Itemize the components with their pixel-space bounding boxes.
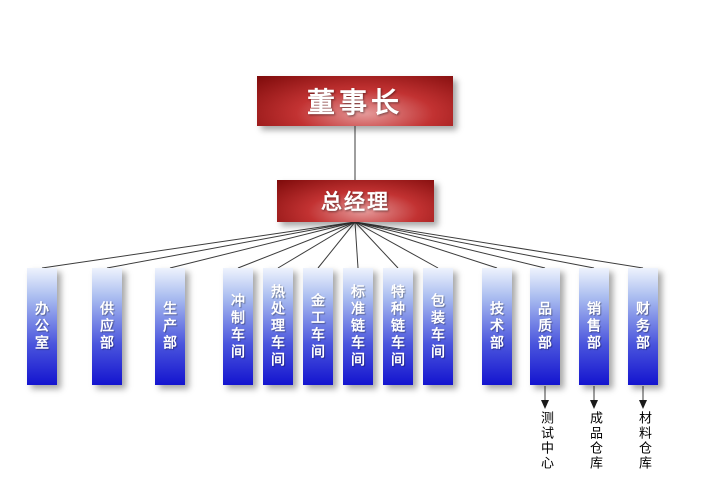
stamping-workshop-label: 冲制车间 xyxy=(230,292,246,361)
standard-chain-workshop-label: 标准链车间 xyxy=(350,284,366,369)
supply-dept-label: 供应部 xyxy=(99,301,115,352)
org-box-production-dept: 生产部 xyxy=(155,268,185,385)
org-box-chairman: 董事长 xyxy=(257,76,453,126)
org-box-supply-dept: 供应部 xyxy=(92,268,122,385)
heat-treatment-workshop-label: 热处理车间 xyxy=(270,284,286,369)
org-box-standard-chain-workshop: 标准链车间 xyxy=(343,268,373,385)
sales-dept-label: 销售部 xyxy=(586,301,602,352)
quality-dept-label: 品质部 xyxy=(537,301,553,352)
org-box-quality-dept: 品质部 xyxy=(530,268,560,385)
general-manager-label: 总经理 xyxy=(321,191,390,214)
org-box-general-manager: 总经理 xyxy=(277,180,434,222)
org-box-finance-dept: 财务部 xyxy=(628,268,658,385)
org-box-technical-dept: 技术部 xyxy=(482,268,512,385)
packaging-workshop-label: 包装车间 xyxy=(430,292,446,361)
chairman-label: 董事长 xyxy=(306,87,403,118)
finished-goods-warehouse-label: 成品仓库 xyxy=(588,411,603,471)
org-box-packaging-workshop: 包装车间 xyxy=(423,268,453,385)
org-box-sales-dept: 销售部 xyxy=(579,268,609,385)
technical-dept-label: 技术部 xyxy=(489,301,505,352)
org-box-stamping-workshop: 冲制车间 xyxy=(223,268,253,385)
materials-warehouse-label: 材料仓库 xyxy=(637,411,652,471)
special-chain-workshop-label: 特种链车间 xyxy=(390,284,406,369)
production-dept-label: 生产部 xyxy=(162,301,178,352)
office-label: 办公室 xyxy=(34,301,50,352)
org-box-office: 办公室 xyxy=(27,268,57,385)
org-box-heat-treatment-workshop: 热处理车间 xyxy=(263,268,293,385)
test-center-label: 测试中心 xyxy=(539,411,554,471)
org-box-special-chain-workshop: 特种链车间 xyxy=(383,268,413,385)
finance-dept-label: 财务部 xyxy=(635,301,651,352)
org-box-metalwork-workshop: 金工车间 xyxy=(303,268,333,385)
metalwork-workshop-label: 金工车间 xyxy=(310,292,326,361)
